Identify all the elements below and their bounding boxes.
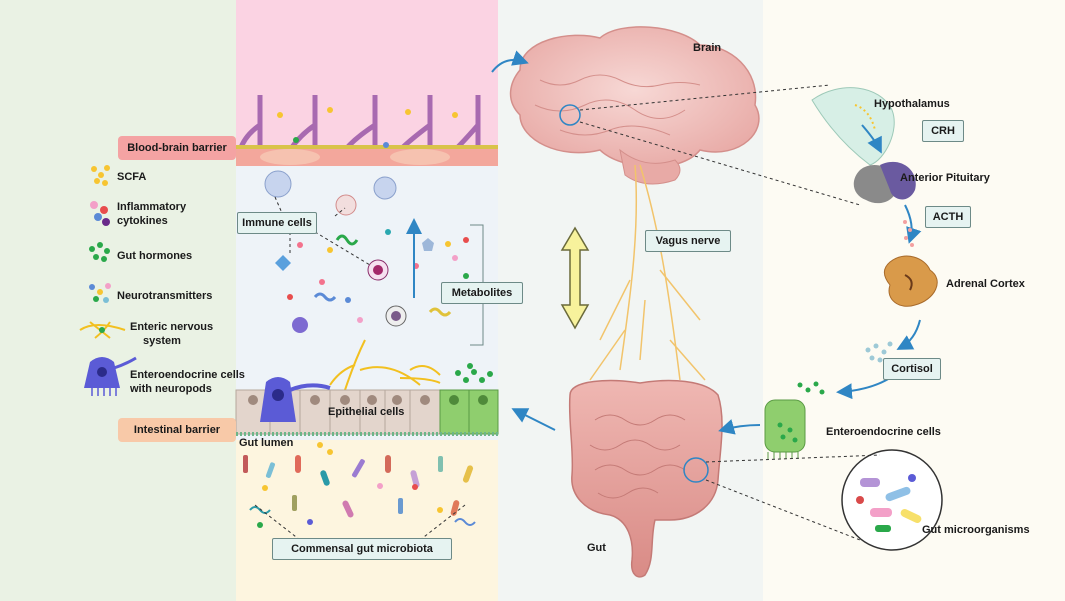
- gut-hormone-particles: [455, 363, 493, 383]
- eec-neuropod-cell: [260, 377, 331, 422]
- legend-cytokines-label-line2: cytokines: [117, 215, 168, 227]
- eec-to-gut-arrow: [718, 419, 761, 435]
- metabolite-particles: [287, 229, 469, 323]
- adrenal-cortex-label: Adrenal Cortex: [946, 278, 1025, 290]
- enteric-nervous-system: [329, 339, 441, 391]
- adrenal-arrow: [896, 319, 921, 350]
- bbb-endothelium: [236, 145, 498, 166]
- cortisol-particles: [865, 341, 893, 363]
- adrenal-cortex-illustration: [883, 255, 938, 307]
- anterior-pituitary-label: Anterior Pituitary: [900, 172, 990, 184]
- acth-box: ACTH: [925, 206, 971, 228]
- legend-eec-label-line2: with neuropods: [130, 383, 212, 395]
- immune-pointer-lines: [274, 196, 371, 266]
- enteroendocrine-cell-right: [764, 399, 806, 459]
- vagus-nerve-box: Vagus nerve: [645, 230, 731, 252]
- gut-microorganisms-circle: [841, 449, 943, 551]
- bbb-astrocytes: [237, 95, 481, 152]
- legend-enteric-nervous-system-icon: [79, 321, 126, 339]
- brain-label: Brain: [693, 42, 722, 54]
- pituitary-illustration: [853, 161, 916, 204]
- eec-hormone-particles: [797, 381, 825, 395]
- commensal-microbiota-box: Commensal gut microbiota: [272, 538, 452, 560]
- brain-illustration: [509, 26, 760, 185]
- immune-cells-group: [264, 170, 434, 333]
- left-legend-panel: [0, 0, 236, 601]
- epithelial-cells-label: Epithelial cells: [328, 406, 405, 418]
- crh-arrow: [861, 124, 882, 154]
- metabolites-box: Metabolites: [441, 282, 523, 304]
- lumen-microbiota: [243, 442, 476, 528]
- legend-neurotransmitters-label: Neurotransmitters: [117, 290, 213, 302]
- acth-arrow: [904, 204, 922, 244]
- bbb-particles: [277, 107, 458, 148]
- gut-illustration: [568, 379, 723, 578]
- hypothalamus-label: Hypothalamus: [874, 98, 950, 110]
- bidirectional-arrow: [560, 226, 590, 330]
- legend-gut-hormones-label: Gut hormones: [117, 250, 193, 262]
- intestinal-barrier-tag: Intestinal barrier: [118, 418, 236, 442]
- immune-cells-box: Immune cells: [237, 212, 317, 234]
- legend-cytokines-label-line1: Inflammatory: [117, 201, 187, 213]
- cortisol-box: Cortisol: [883, 358, 941, 380]
- legend-scfa-icon: [91, 165, 110, 186]
- legend-ens-label-line2: system: [143, 335, 181, 347]
- legend-gut-hormones-icon: [89, 242, 110, 262]
- bbb-region: [236, 0, 498, 150]
- gut-lumen-region: [236, 440, 498, 601]
- legend-cytokines-icon: [90, 201, 110, 226]
- gut-label: Gut: [587, 542, 606, 554]
- legend-eec-label-line1: Enteroendocrine cells: [130, 369, 245, 381]
- vagus-nerve: [589, 164, 706, 381]
- gut-to-barrier-arrow: [511, 408, 556, 431]
- crh-box: CRH: [922, 120, 964, 142]
- blood-brain-barrier-tag: Blood-brain barrier: [118, 136, 236, 160]
- legend-eec-neuropod-icon: [84, 356, 137, 396]
- gut-microorganisms-label: Gut microorganisms: [922, 524, 1030, 536]
- gut-lumen-label: Gut lumen: [239, 437, 294, 449]
- legend-scfa-label: SCFA: [117, 171, 147, 183]
- acth-particles: [903, 220, 914, 247]
- legend-neurotransmitters-icon: [89, 283, 111, 303]
- enteroendocrine-cells-label: Enteroendocrine cells: [826, 426, 941, 438]
- legend-ens-label-line1: Enteric nervous: [130, 321, 214, 333]
- bbb-to-brain-arrow: [491, 50, 529, 73]
- zoom-lines: [579, 84, 881, 541]
